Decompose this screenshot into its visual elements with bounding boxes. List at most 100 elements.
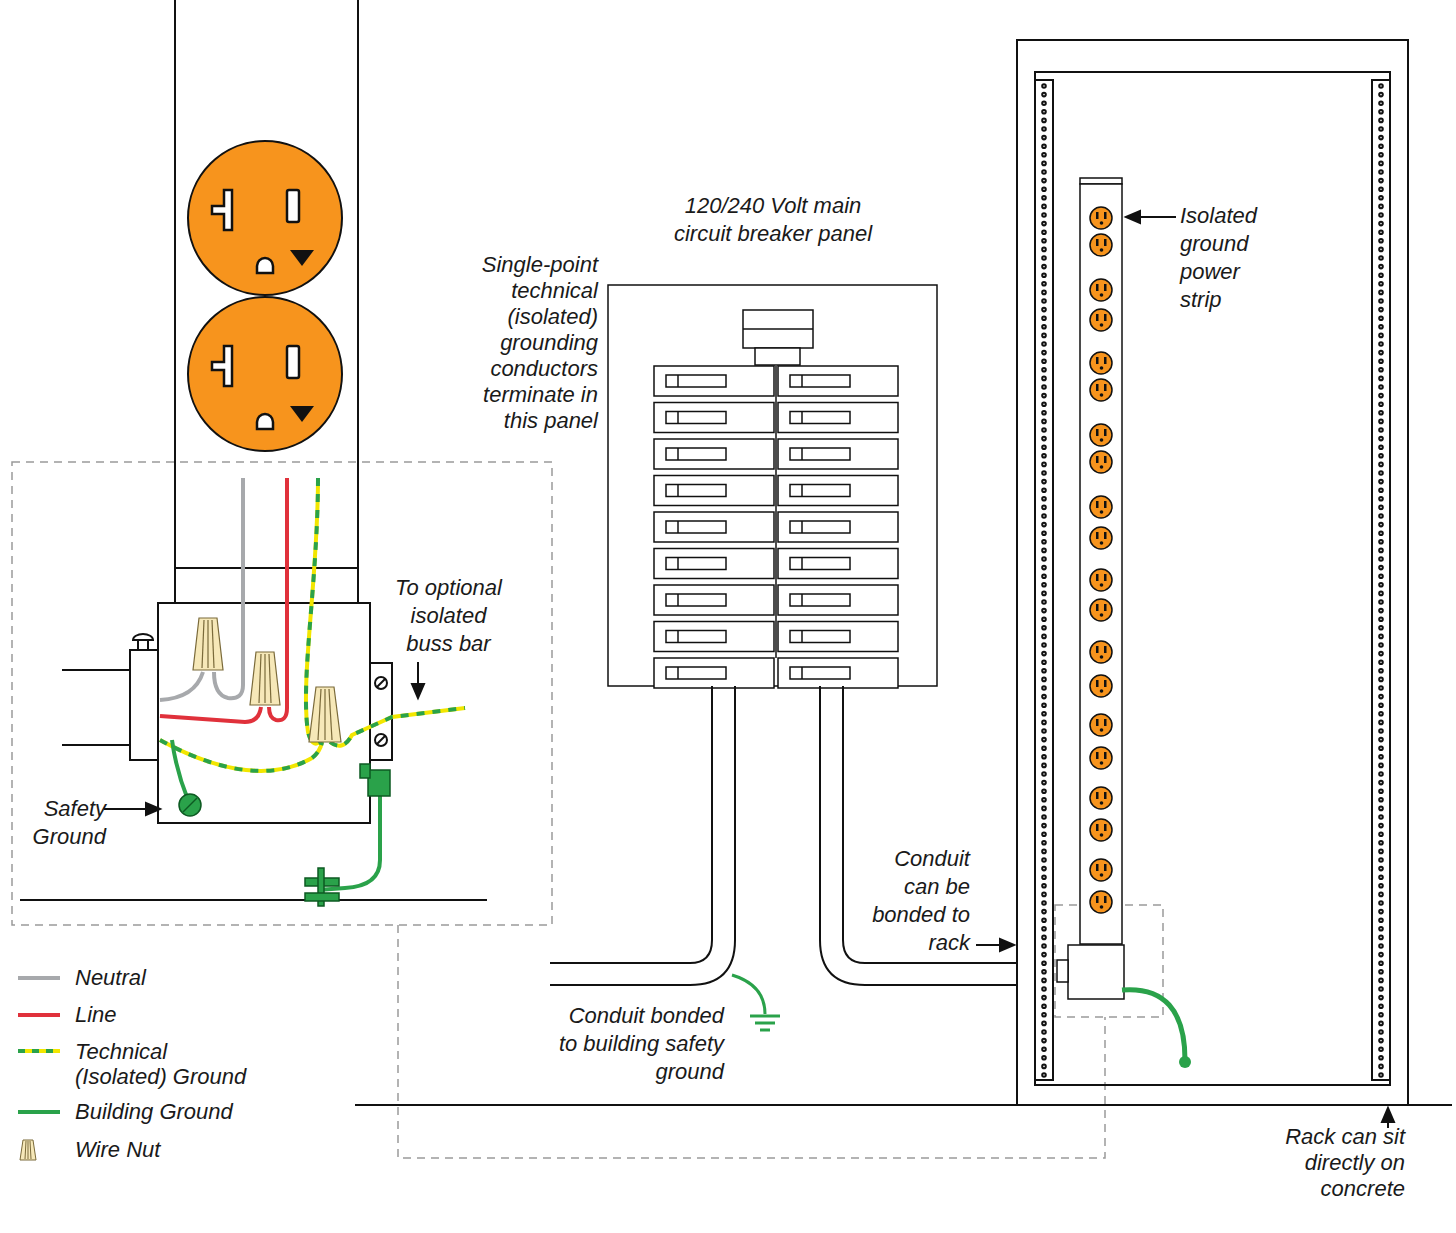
leader-arrow bbox=[412, 684, 424, 698]
leader-arrow bbox=[104, 808, 150, 810]
breaker-panel bbox=[755, 348, 800, 365]
ground-screw bbox=[368, 770, 390, 796]
rail-hole bbox=[1042, 187, 1046, 191]
rail-hole bbox=[1042, 136, 1046, 140]
rail-hole bbox=[1379, 308, 1383, 312]
rail-hole bbox=[1042, 222, 1046, 226]
outlet bbox=[1104, 680, 1107, 687]
breaker bbox=[790, 521, 850, 533]
outlet bbox=[1100, 393, 1104, 397]
rail-hole bbox=[1379, 170, 1383, 174]
rail-hole bbox=[1379, 1056, 1383, 1060]
rail-hole bbox=[1379, 592, 1383, 596]
rail-hole bbox=[1379, 239, 1383, 243]
wire-nut bbox=[259, 654, 261, 703]
outlet bbox=[1100, 323, 1104, 327]
outlet bbox=[1104, 896, 1107, 903]
rail-hole bbox=[1042, 910, 1046, 914]
rail-hole bbox=[1379, 927, 1383, 931]
wire-nut bbox=[269, 654, 271, 703]
receptacle-slots bbox=[212, 346, 232, 386]
junction-box bbox=[62, 603, 392, 823]
breaker bbox=[801, 448, 803, 460]
raceway bbox=[357, 0, 359, 603]
outlet bbox=[1100, 221, 1104, 225]
rail-hole bbox=[1379, 153, 1383, 157]
rail-hole bbox=[1379, 213, 1383, 217]
outlet bbox=[1104, 212, 1107, 219]
outlet bbox=[1104, 284, 1107, 291]
rail-hole bbox=[1042, 979, 1046, 983]
outlet bbox=[1100, 655, 1104, 659]
outlet bbox=[1104, 824, 1107, 831]
rail-hole bbox=[1042, 514, 1046, 518]
ground-screw bbox=[183, 798, 197, 812]
outlet bbox=[1104, 792, 1107, 799]
rail-hole bbox=[1042, 110, 1046, 114]
leader-arrow bbox=[1382, 1108, 1394, 1122]
outlet bbox=[1100, 366, 1104, 370]
rail-hole bbox=[1379, 764, 1383, 768]
rail-hole bbox=[1042, 523, 1046, 527]
rail-hole bbox=[1042, 850, 1046, 854]
rail-hole bbox=[1042, 101, 1046, 105]
conduit-note: Conduit bonded to building safety ground bbox=[554, 1002, 724, 1086]
conduit-note: Conduit can be bonded to rack bbox=[858, 845, 970, 957]
rail-hole bbox=[1042, 901, 1046, 905]
rail-hole bbox=[1379, 1039, 1383, 1043]
rail-hole bbox=[1379, 875, 1383, 879]
breaker bbox=[801, 558, 803, 570]
power-strip bbox=[1057, 960, 1068, 982]
rail-hole bbox=[1042, 1065, 1046, 1069]
outlet bbox=[1096, 501, 1099, 508]
outlet bbox=[1096, 896, 1099, 903]
panel-note: Single-point technical (isolated) ground… bbox=[446, 252, 598, 434]
junction-box bbox=[62, 744, 130, 746]
outlet bbox=[1090, 234, 1112, 256]
outlet bbox=[1090, 675, 1112, 697]
rail-hole bbox=[1042, 84, 1046, 88]
rail-hole bbox=[1379, 402, 1383, 406]
breaker bbox=[778, 512, 898, 542]
breaker bbox=[654, 476, 774, 506]
breaker bbox=[666, 667, 726, 679]
rail-hole bbox=[1042, 996, 1046, 1000]
legend-sample bbox=[18, 1049, 60, 1053]
ground-cord bbox=[1179, 1056, 1191, 1068]
breaker bbox=[677, 631, 679, 643]
breaker bbox=[654, 403, 774, 433]
outlet bbox=[1096, 864, 1099, 871]
rail-hole bbox=[1042, 738, 1046, 742]
panel-label: 120/240 Volt main circuit breaker panel bbox=[658, 192, 888, 248]
outlet bbox=[1090, 747, 1112, 769]
rail-hole bbox=[1042, 936, 1046, 940]
receptacle-slots bbox=[287, 346, 299, 378]
outlet bbox=[1104, 719, 1107, 726]
rail-hole bbox=[1379, 557, 1383, 561]
breaker bbox=[778, 439, 898, 469]
triangle-mark bbox=[290, 250, 314, 266]
rail-hole bbox=[1042, 127, 1046, 131]
rail-hole bbox=[1379, 1073, 1383, 1077]
outlet bbox=[1090, 279, 1112, 301]
receptacle-slots bbox=[287, 190, 299, 222]
rail-hole bbox=[1379, 411, 1383, 415]
rail-hole bbox=[1379, 101, 1383, 105]
rail-hole bbox=[1042, 411, 1046, 415]
wire-nut bbox=[250, 652, 280, 705]
building-ground-symbol bbox=[750, 1015, 780, 1018]
outlet bbox=[1096, 824, 1099, 831]
rail-hole bbox=[1042, 256, 1046, 260]
rail-hole bbox=[1042, 824, 1046, 828]
breaker bbox=[654, 366, 774, 396]
rail-hole bbox=[1379, 368, 1383, 372]
outlet bbox=[1090, 352, 1112, 374]
callout-outline bbox=[398, 925, 1105, 1158]
rail-hole bbox=[1379, 377, 1383, 381]
outlet bbox=[1104, 646, 1107, 653]
rail-hole bbox=[1379, 222, 1383, 226]
technical-ground-wire bbox=[160, 740, 322, 771]
rail-hole bbox=[1379, 394, 1383, 398]
wire-nut bbox=[202, 620, 204, 668]
